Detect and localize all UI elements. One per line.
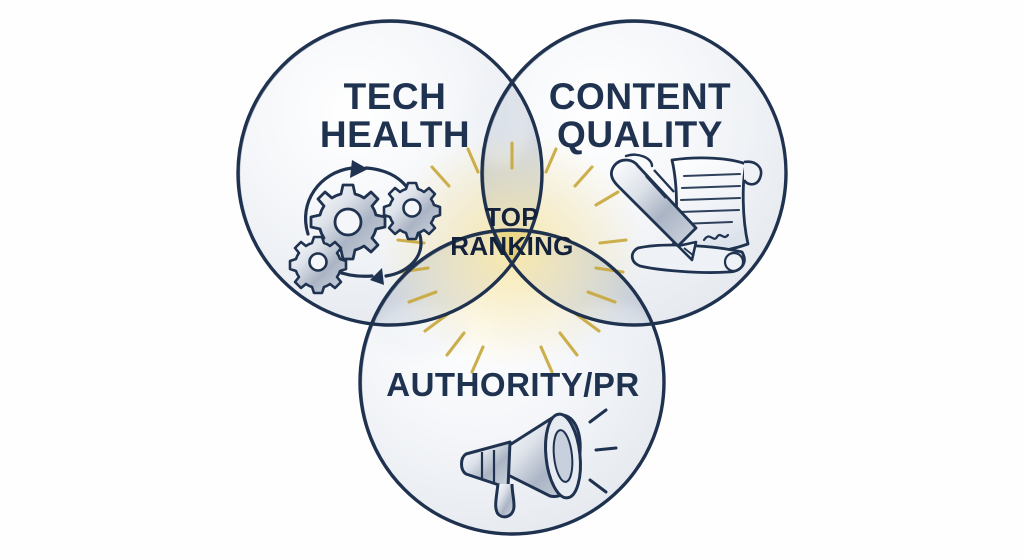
label-content-quality: CONTENT QUALITY [548,76,732,155]
gear-small-left [288,235,348,295]
label-authority-pr: AUTHORITY/PR [386,366,640,403]
circle-content-quality-outline[interactable] [480,19,788,327]
megaphone-sound-lines [588,408,618,494]
fountain-pen [609,153,698,262]
pen-scroll-icon [609,153,763,274]
signature-mark [702,233,730,242]
gear-small-right [382,181,442,241]
label-tech-health: TECH HEALTH [319,76,471,155]
megaphone-handle [494,483,516,519]
label-top-ranking: TOP RANKING [450,202,574,262]
venn-circle-outlines [236,19,788,536]
circle-tech-health-outline[interactable] [236,19,544,327]
megaphone-icon [460,408,618,519]
gears-icon [288,160,442,295]
circle-authority-pr-outline[interactable] [358,228,666,536]
gear-large [309,183,387,261]
scroll-bottom-roll [630,243,746,274]
